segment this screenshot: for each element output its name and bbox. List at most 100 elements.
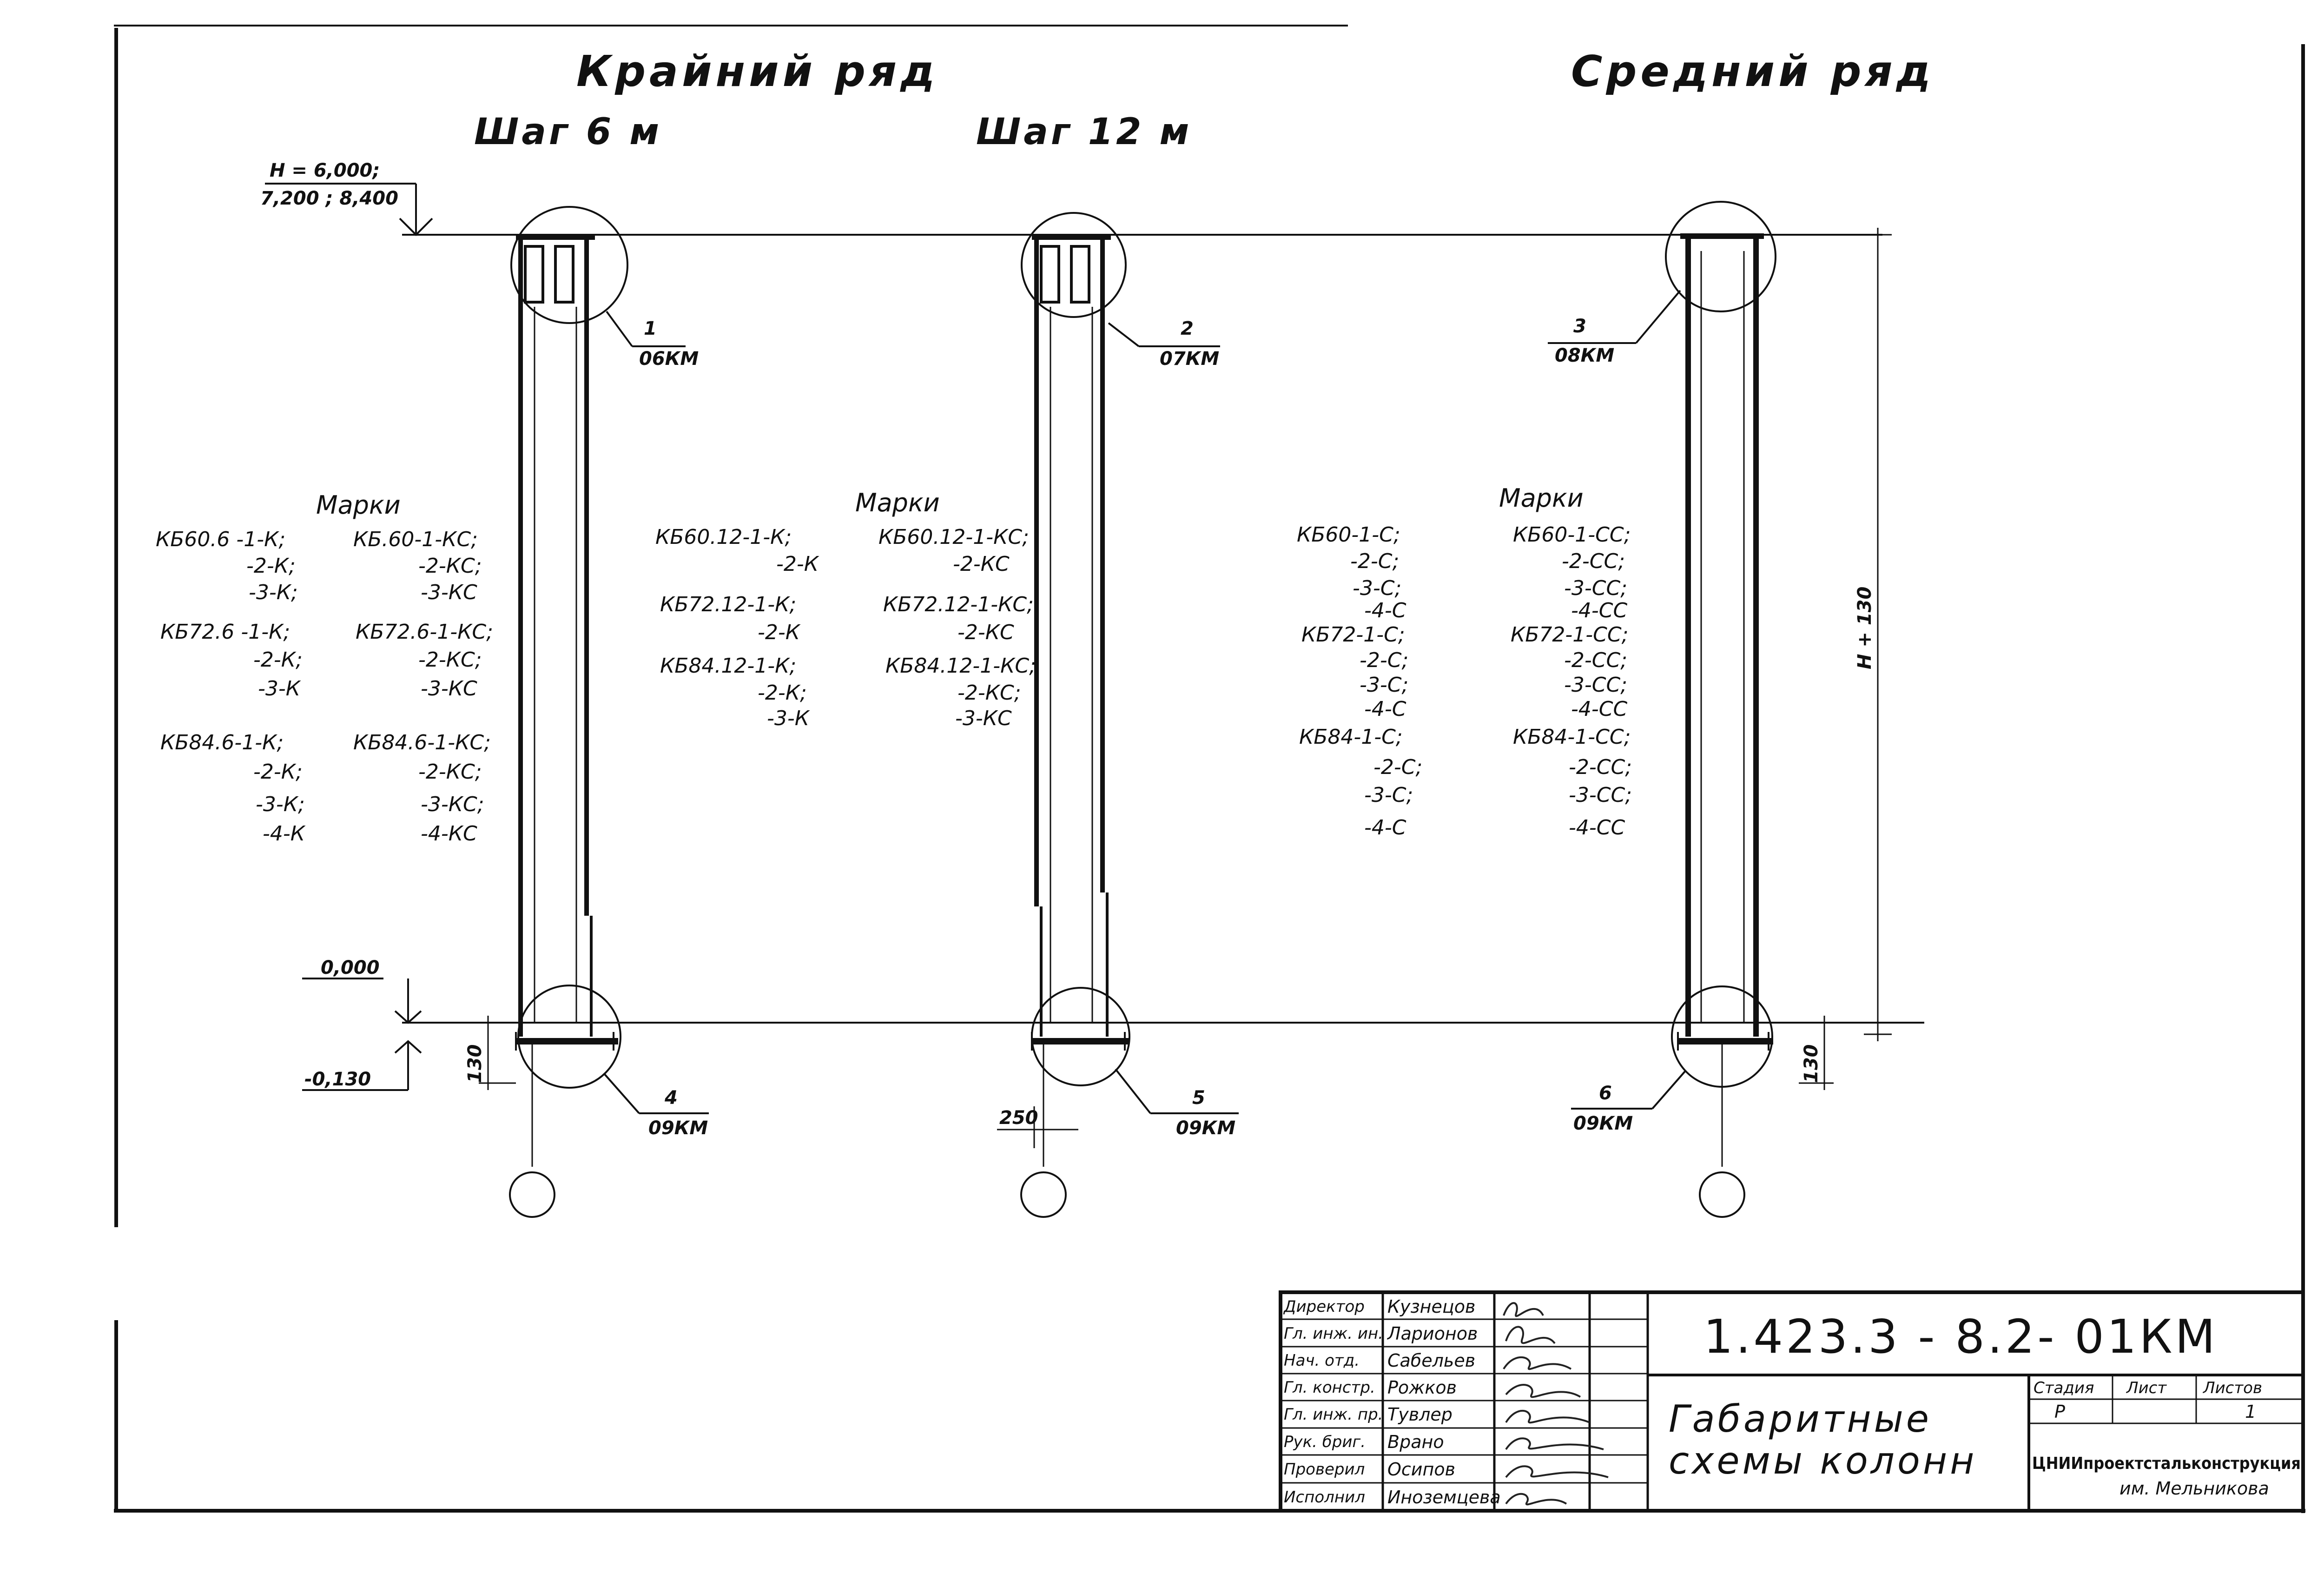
marks-group3-right-line: -2-СС; bbox=[1569, 755, 1632, 779]
marks-group1-right-line: -2-КС; bbox=[418, 760, 482, 784]
marks-group2-left-line: КБ84.12-1-К; bbox=[660, 654, 796, 678]
marks-group3-right-line: -2-СС; bbox=[1564, 648, 1627, 672]
name-cell: Рожков bbox=[1387, 1377, 1457, 1398]
marks-group1-left-line: -3-К; bbox=[256, 793, 305, 816]
marks-group1-right-line: -2-КС; bbox=[418, 554, 482, 578]
marks-group3-left-line: КБ60-1-С; bbox=[1297, 523, 1400, 547]
name-cell: Тувлер bbox=[1387, 1404, 1452, 1425]
callout-1-ref: 06КМ bbox=[639, 348, 699, 370]
marks-group3-left-line: КБ72-1-С; bbox=[1301, 623, 1405, 647]
step-6m-label: Шаг 6 м bbox=[474, 111, 662, 153]
dim-130-right-text: 130 bbox=[1801, 1045, 1822, 1084]
heading-middle-row: Средний ряд bbox=[1571, 46, 1934, 96]
callout-3-number: 3 bbox=[1573, 316, 1586, 337]
marks-group3-right-line: -3-СС; bbox=[1564, 576, 1627, 600]
stage-header: Стадия bbox=[2034, 1379, 2094, 1397]
title-block-roles: Директор Гл. инж. ин. Нач. отд. Гл. конс… bbox=[1283, 1297, 1383, 1507]
marks-group3-left-line: -2-С; bbox=[1360, 648, 1408, 672]
marks-group2-right-line: КБ84.12-1-КС; bbox=[885, 654, 1036, 678]
marks-group3-left-line: -2-С; bbox=[1373, 755, 1422, 779]
marks-group2-right: КБ60.12-1-КС; -2-КС КБ72.12-1-КС; -2-КС … bbox=[878, 525, 1036, 730]
marks-group3-right-line: КБ60-1-СС; bbox=[1513, 523, 1631, 547]
marks-group2-right-line: КБ60.12-1-КС; bbox=[878, 525, 1029, 549]
marks-group3-left: КБ60-1-С; -2-С; -3-С; -4-С КБ72-1-С; -2-… bbox=[1297, 523, 1422, 840]
marks-group1-right-line: -4-КС bbox=[421, 822, 477, 846]
marks-group3-right-line: -3-СС; bbox=[1569, 783, 1632, 807]
zero-elevation-label: 0,000 bbox=[321, 957, 380, 978]
marks-group1-left-line: КБ72.6 -1-К; bbox=[160, 620, 290, 644]
marks-group3-right: КБ60-1-СС; -2-СС; -3-СС; -4-СС КБ72-1-СС… bbox=[1511, 523, 1632, 840]
marks-group3-left-line: -3-С; bbox=[1353, 576, 1401, 600]
marks-group3-left-line: -2-С; bbox=[1350, 549, 1399, 573]
column-2 bbox=[1020, 212, 1239, 1218]
marks-group1-left-line: КБ60.6 -1-К; bbox=[156, 528, 285, 551]
marks-group3-right-line: -2-СС; bbox=[1562, 549, 1625, 573]
marks-group1-right-line: КБ84.6-1-КС; bbox=[353, 731, 491, 754]
organization-name: ЦНИИпроектстальконструкция bbox=[2032, 1454, 2301, 1473]
marks-group1-left-line: -2-К; bbox=[253, 648, 303, 672]
marks-group3-right-line: -3-СС; bbox=[1564, 673, 1627, 697]
sheets-value: 1 bbox=[2245, 1402, 2256, 1422]
marks-group2-left-line: КБ72.12-1-К; bbox=[660, 593, 796, 616]
marks-group3-left-line: КБ84-1-С; bbox=[1299, 725, 1403, 749]
marks-group2-left: КБ60.12-1-К; -2-К КБ72.12-1-К; -2-К КБ84… bbox=[655, 525, 819, 730]
marks-group1-right-line: -3-КС bbox=[421, 581, 477, 604]
callout-5-number: 5 bbox=[1192, 1087, 1205, 1109]
column-1 bbox=[509, 206, 709, 1218]
sheets-header: Листов bbox=[2202, 1379, 2262, 1397]
marks-group2-left-line: КБ60.12-1-К; bbox=[655, 525, 792, 549]
dimension-130-right bbox=[1799, 1016, 1834, 1090]
marks-group1-left-line: -3-К bbox=[258, 677, 301, 701]
marks-group1-left-line: -4-К bbox=[263, 822, 306, 846]
callout-3-ref: 08КМ bbox=[1555, 345, 1614, 366]
dimension-130-left bbox=[479, 1016, 516, 1090]
role-cell: Гл. инж. ин. bbox=[1284, 1324, 1383, 1343]
marks-group1-right-line: -3-КС; bbox=[421, 793, 484, 816]
marks-group3-title: Марки bbox=[1499, 483, 1584, 513]
role-cell: Нач. отд. bbox=[1284, 1351, 1360, 1370]
title-block-grid bbox=[1279, 1290, 2305, 1513]
marks-group2-left-line: -2-К; bbox=[758, 681, 807, 705]
marks-group1-right-line: -2-КС; bbox=[418, 648, 482, 672]
dim-130-left-text: 130 bbox=[464, 1045, 486, 1084]
callout-4-number: 4 bbox=[664, 1087, 678, 1109]
name-cell: Кузнецов bbox=[1387, 1296, 1475, 1317]
marks-group1-right-line: -3-КС bbox=[421, 677, 477, 701]
role-cell: Гл. инж. пр. bbox=[1284, 1405, 1383, 1424]
marks-group1-left-line: КБ84.6-1-К; bbox=[160, 731, 284, 754]
callout-2-number: 2 bbox=[1181, 318, 1194, 339]
marks-group3-left-line: -4-С bbox=[1364, 697, 1406, 721]
drawing-title-line1: Габаритные bbox=[1669, 1397, 1932, 1441]
marks-group1-left-line: -2-К; bbox=[253, 760, 303, 784]
dimension-total-height bbox=[1864, 228, 1892, 1041]
name-cell: Врано bbox=[1387, 1432, 1444, 1452]
dim-250-text: 250 bbox=[999, 1107, 1038, 1129]
top-elevation-mark bbox=[265, 183, 433, 236]
marks-group2-right-line: -2-КС; bbox=[957, 681, 1021, 705]
marks-group3-left-line: -4-С bbox=[1364, 599, 1406, 622]
name-cell: Осипов bbox=[1387, 1459, 1455, 1480]
step-12m-label: Шаг 12 м bbox=[976, 111, 1192, 153]
marks-group1-left: КБ60.6 -1-К; -2-К; -3-К; КБ72.6 -1-К; -2… bbox=[156, 528, 306, 846]
marks-group2-right-line: -2-КС bbox=[953, 552, 1010, 576]
marks-group2-title: Марки bbox=[855, 488, 940, 517]
dimension-250 bbox=[997, 1106, 1078, 1148]
marks-group3-right-line: -4-СС bbox=[1569, 816, 1625, 840]
marks-group3-right-line: КБ72-1-СС; bbox=[1511, 623, 1628, 647]
zero-elevation-mark bbox=[302, 978, 422, 1091]
marks-group1-right-line: КБ.60-1-КС; bbox=[353, 528, 478, 551]
callout-1-number: 1 bbox=[644, 318, 657, 339]
doc-number: 1.423.3 - 8.2- 01КМ bbox=[1703, 1309, 2218, 1364]
marks-group2-left-line: -2-К bbox=[758, 621, 801, 644]
role-cell: Директор bbox=[1283, 1297, 1365, 1316]
role-cell: Проверил bbox=[1284, 1460, 1365, 1479]
callout-6-number: 6 bbox=[1599, 1083, 1612, 1104]
callout-6-ref: 09КМ bbox=[1573, 1113, 1633, 1134]
drawing-title-line2: схемы колонн bbox=[1669, 1439, 1977, 1482]
top-elevation-line1: H = 6,000; bbox=[270, 160, 380, 181]
marks-group3-right-line: КБ84-1-СС; bbox=[1513, 725, 1631, 749]
marks-group1-title: Марки bbox=[316, 490, 401, 520]
marks-group1-right: КБ.60-1-КС; -2-КС; -3-КС КБ72.6-1-КС; -2… bbox=[353, 528, 493, 846]
marks-group2-left-line: -2-К bbox=[776, 552, 819, 576]
marks-group2-left-line: -3-К bbox=[767, 707, 810, 730]
